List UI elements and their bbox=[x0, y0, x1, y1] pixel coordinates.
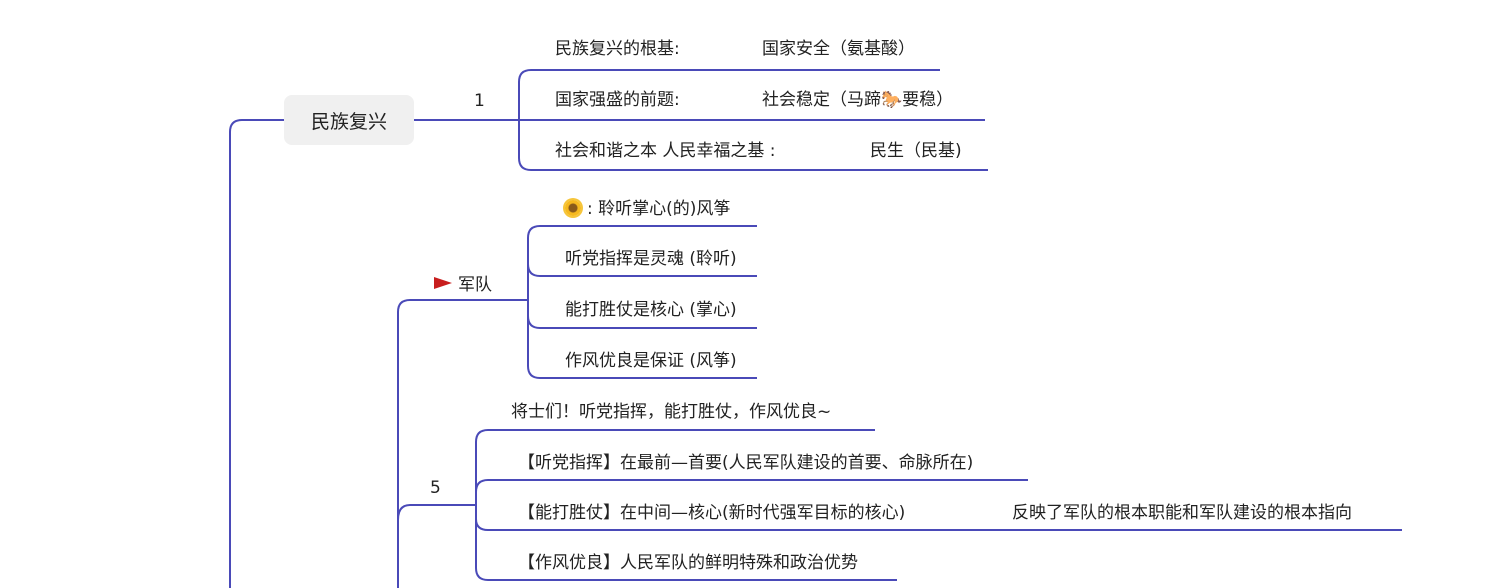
group5-item-1: 【听党指挥】在最前—首要(人民军队建设的首要、命脉所在) bbox=[518, 453, 974, 473]
group5-bracket-bottom bbox=[475, 505, 897, 581]
group1-bracket bbox=[518, 69, 940, 120]
army-label-text: 军队 bbox=[458, 275, 492, 295]
army-bracket-bottom bbox=[527, 300, 757, 379]
group1-item-3-right: 民生（民基) bbox=[870, 141, 962, 161]
army-bracket-top bbox=[527, 225, 757, 300]
army-item-3: 作风优良是保证 (风筝) bbox=[565, 351, 737, 371]
group1-item-2-right: 社会稳定（马蹄🐎要稳） bbox=[762, 89, 953, 111]
group1-bracket-low bbox=[518, 120, 988, 171]
group1-item-2-right-b: 要稳） bbox=[902, 90, 954, 110]
group5-item-2-note: 反映了军队的根本职能和军队建设的根本指向 bbox=[1012, 503, 1352, 523]
army-label: 军队 bbox=[434, 274, 492, 296]
group5-item-3: 【作风优良】人民军队的鲜明特殊和政治优势 bbox=[518, 553, 858, 573]
army-bracket-mid bbox=[527, 263, 757, 300]
red-flag-icon bbox=[434, 277, 452, 289]
group1-item-1-left: 民族复兴的根基: bbox=[555, 39, 680, 59]
group5-bracket-top bbox=[475, 429, 875, 505]
group5-item-2: 【能打胜仗】在中间—核心(新时代强军目标的核心) bbox=[518, 503, 906, 523]
group1-item-1-right: 国家安全（氨基酸） bbox=[762, 39, 915, 59]
group5-bracket-2 bbox=[475, 479, 1028, 505]
sub-trunk-line bbox=[397, 299, 528, 588]
army-item-mnemonic: : 聆听掌心(的)风筝 bbox=[565, 198, 730, 220]
group5-item-0: 将士们！听党指挥，能打胜仗，作风优良~ bbox=[511, 402, 832, 422]
group1-item-2-right-a: 社会稳定（马蹄 bbox=[762, 90, 881, 110]
root-node[interactable]: 民族复兴 bbox=[284, 95, 414, 145]
group5-trunk bbox=[397, 504, 476, 521]
army-item-1: 听党指挥是灵魂 (聆听) bbox=[565, 249, 737, 269]
branch-label-1: 1 bbox=[474, 91, 485, 111]
branch-label-5: 5 bbox=[430, 478, 441, 498]
army-item-0-text: : 聆听掌心(的)风筝 bbox=[587, 199, 731, 219]
horse-icon: 🐎 bbox=[881, 90, 903, 110]
sunflower-icon bbox=[565, 200, 581, 216]
group1-item-2-left: 国家强盛的前题: bbox=[555, 90, 680, 110]
root-label: 民族复兴 bbox=[310, 110, 387, 133]
trunk-line bbox=[229, 119, 284, 588]
army-item-2: 能打胜仗是核心 (掌心) bbox=[565, 300, 737, 320]
group1-item-3-left: 社会和谐之本 人民幸福之基 : bbox=[555, 141, 776, 161]
